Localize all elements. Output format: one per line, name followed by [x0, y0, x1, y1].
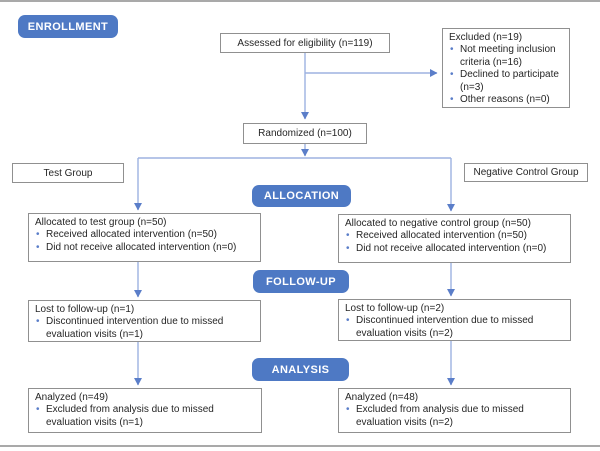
box-randomized: Randomized (n=100): [243, 123, 367, 144]
box-lost-control-title: Lost to follow-up (n=2): [345, 303, 445, 314]
bullet-item: Did not receive allocated intervention (…: [345, 243, 564, 256]
box-allocated-control-title: Allocated to negative control group (n=5…: [345, 218, 531, 229]
bottom-divider: [0, 445, 600, 447]
stage-badge-enrollment: ENROLLMENT: [18, 15, 118, 38]
stage-badge-analysis: ANALYSIS: [252, 358, 349, 381]
box-analyzed-test: Analyzed (n=49) Excluded from analysis d…: [28, 388, 262, 433]
box-excluded: Excluded (n=19) Not meeting inclusion cr…: [442, 28, 570, 108]
stage-badge-allocation: ALLOCATION: [252, 185, 351, 207]
bullet-item: Discontinued intervention due to missed …: [345, 315, 564, 340]
box-allocated-test-group: Allocated to test group (n=50) Received …: [28, 213, 261, 262]
bullet-item: Discontinued intervention due to missed …: [35, 316, 254, 341]
box-allocated-control-group: Allocated to negative control group (n=5…: [338, 214, 571, 263]
box-lost-to-followup-control: Lost to follow-up (n=2) Discontinued int…: [338, 299, 571, 341]
bullet-item: Received allocated intervention (n=50): [35, 229, 254, 242]
box-analyzed-test-title: Analyzed (n=49): [35, 392, 109, 403]
bullet-item: Other reasons (n=0): [449, 94, 563, 107]
bullet-item: Excluded from analysis due to missed eva…: [35, 404, 255, 429]
top-divider: [0, 0, 600, 2]
box-lost-to-followup-test: Lost to follow-up (n=1) Discontinued int…: [28, 300, 261, 342]
bullet-item: Not meeting inclusion criteria (n=16): [449, 44, 563, 69]
box-analyzed-control: Analyzed (n=48) Excluded from analysis d…: [338, 388, 571, 433]
stage-badge-followup: FOLLOW-UP: [253, 270, 349, 293]
box-lost-control-bullets: Discontinued intervention due to missed …: [345, 315, 564, 340]
box-excluded-bullets: Not meeting inclusion criteria (n=16) De…: [449, 44, 563, 106]
box-analyzed-control-bullets: Excluded from analysis due to missed eva…: [345, 404, 564, 429]
box-allocated-test-title: Allocated to test group (n=50): [35, 217, 167, 228]
box-excluded-title: Excluded (n=19): [449, 32, 523, 43]
label-negative-control-group: Negative Control Group: [464, 163, 588, 182]
box-lost-test-title: Lost to follow-up (n=1): [35, 304, 135, 315]
label-test-group: Test Group: [12, 163, 124, 183]
box-allocated-test-bullets: Received allocated intervention (n=50) D…: [35, 229, 254, 254]
box-lost-test-bullets: Discontinued intervention due to missed …: [35, 316, 254, 341]
box-analyzed-control-title: Analyzed (n=48): [345, 392, 419, 403]
bullet-item: Received allocated intervention (n=50): [345, 230, 564, 243]
bullet-item: Excluded from analysis due to missed eva…: [345, 404, 564, 429]
box-allocated-control-bullets: Received allocated intervention (n=50) D…: [345, 230, 564, 255]
bullet-item: Declined to participate (n=3): [449, 69, 563, 94]
bullet-item: Did not receive allocated intervention (…: [35, 242, 254, 255]
box-analyzed-test-bullets: Excluded from analysis due to missed eva…: [35, 404, 255, 429]
box-assessed-for-eligibility: Assessed for eligibility (n=119): [220, 33, 390, 53]
